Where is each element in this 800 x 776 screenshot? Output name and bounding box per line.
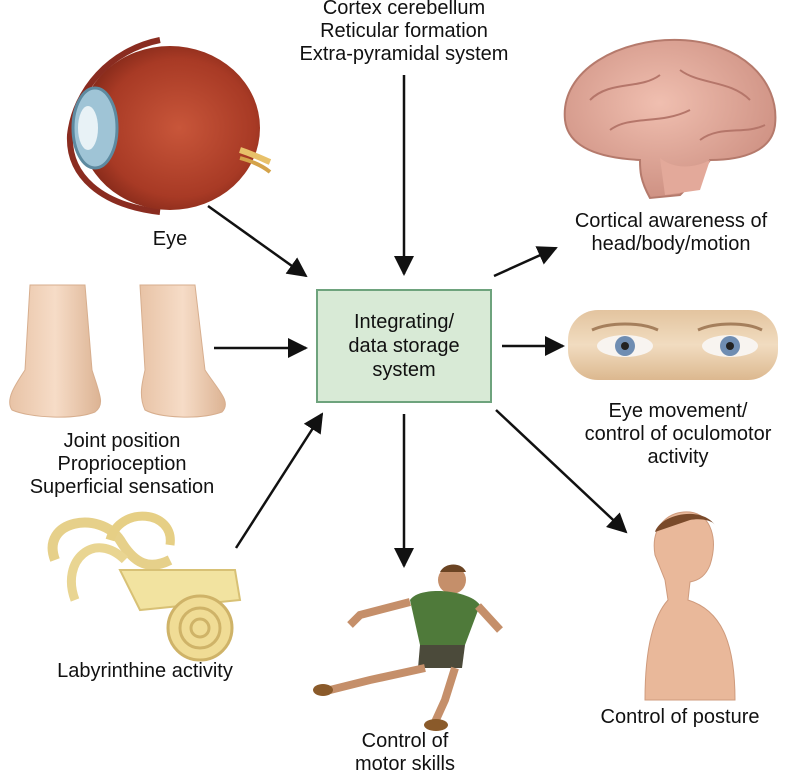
- joint-position-label: Joint position Proprioception Superficia…: [0, 430, 244, 499]
- cns-line-1: Cortex cerebellum: [322, 0, 486, 19]
- cortical-line-1: Cortical awareness of: [574, 210, 768, 232]
- eye-movement-label: Eye movement/ control of oculomotor acti…: [560, 400, 796, 469]
- feet-illustration: [9, 284, 226, 418]
- cns-structures-label: Cortex cerebellum Reticular formation Ex…: [254, 0, 554, 66]
- eyes-closeup-illustration: [568, 310, 778, 380]
- eyeball-illustration: [66, 37, 272, 215]
- joint-line-2: Proprioception: [57, 453, 187, 475]
- motor-line-2: motor skills: [354, 753, 455, 775]
- arrow-center-to-cortical: [493, 246, 558, 278]
- motor-skills-label: Control of motor skills: [320, 730, 490, 776]
- eye-movement-line-3: activity: [647, 446, 709, 468]
- eye-label: Eye: [110, 228, 230, 251]
- arrow-eye-to-center: [207, 204, 308, 278]
- running-boy-illustration: [313, 564, 503, 731]
- center-box-line-2: data storage: [348, 335, 460, 357]
- eye-movement-line-2: control of oculomotor: [584, 423, 772, 445]
- labyrinthine-label: Labyrinthine activity: [20, 660, 270, 683]
- posture-text: Control of posture: [600, 706, 760, 728]
- arrow-labyrinth-to-center: [234, 412, 324, 549]
- eye-label-text: Eye: [152, 228, 188, 250]
- center-box-line-3: system: [372, 359, 436, 381]
- posture-label: Control of posture: [570, 706, 790, 729]
- brain-illustration: [563, 38, 777, 200]
- motor-line-1: Control of: [361, 730, 449, 752]
- cortical-awareness-label: Cortical awareness of head/body/motion: [546, 210, 796, 256]
- joint-line-3: Superficial sensation: [29, 476, 215, 498]
- arrow-center-to-posture: [495, 409, 628, 534]
- posture-torso-illustration: [644, 511, 736, 701]
- cortical-line-2: head/body/motion: [591, 233, 751, 255]
- cns-line-2: Reticular formation: [320, 20, 488, 42]
- labyrinth-text: Labyrinthine activity: [57, 660, 233, 682]
- center-box-line-1: Integrating/: [353, 311, 455, 333]
- eye-movement-line-1: Eye movement/: [608, 400, 748, 422]
- integrating-system-box: Integrating/ data storage system: [316, 289, 492, 403]
- inner-ear-illustration: [47, 511, 242, 662]
- joint-line-1: Joint position: [63, 430, 181, 452]
- cns-line-3: Extra-pyramidal system: [299, 43, 509, 65]
